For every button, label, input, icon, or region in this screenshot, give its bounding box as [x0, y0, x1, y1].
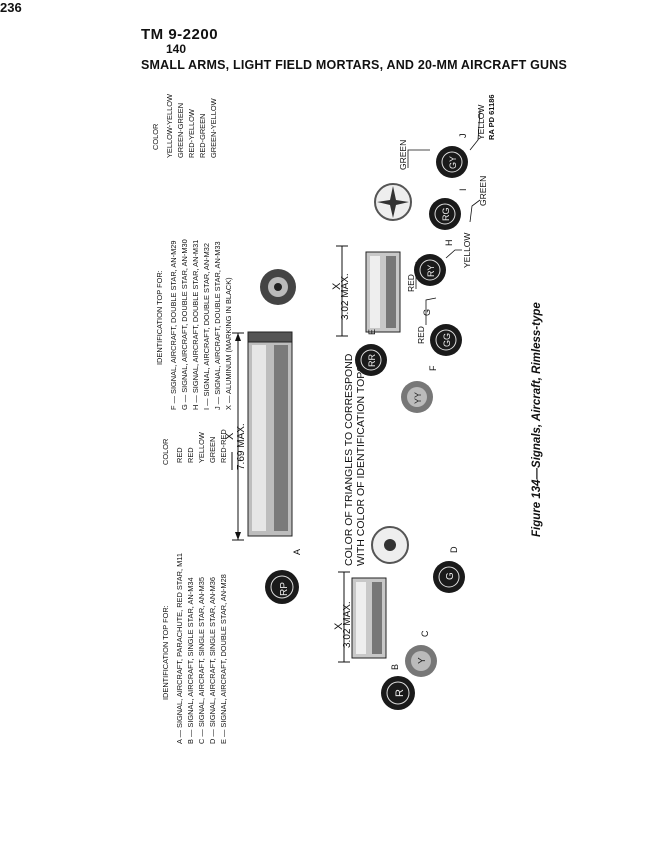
- base-view-2: [371, 526, 409, 564]
- right-row-h: H — SIGNAL, AIRCRAFT, DOUBLE STAR, AN-M3…: [191, 240, 200, 410]
- top-g-marking: GG: [442, 333, 452, 347]
- figure-caption: Figure 134—Signals, Aircraft, Rimless-ty…: [531, 302, 543, 537]
- top-c-marking: Y: [417, 657, 428, 664]
- label-h-red: RED: [406, 274, 416, 292]
- left-color-a: RED: [175, 447, 184, 463]
- right-color-j: GREEN-YELLOW: [209, 98, 218, 158]
- right-id-header: IDENTIFICATION TOP FOR:: [155, 270, 164, 365]
- top-g: GG G: [422, 309, 462, 356]
- right-row-x: X — ALUMINUM (MARKING IN BLACK): [224, 277, 233, 410]
- right-color-f: YELLOW-YELLOW: [165, 94, 174, 158]
- left-id-header: IDENTIFICATION TOP FOR:: [161, 605, 170, 700]
- left-color-b: RED: [186, 447, 195, 463]
- triangle-leaders: [407, 109, 481, 325]
- top-j-letter: J: [458, 134, 468, 139]
- top-c: Y C: [405, 630, 437, 677]
- left-row-e: E — SIGNAL, AIRCRAFT, DOUBLE STAR, AN-M2…: [219, 574, 228, 744]
- right-color-i: RED-GREEN: [198, 114, 207, 158]
- triangle-note-line-1: COLOR OF TRIANGLES TO CORRESPOND: [343, 353, 355, 566]
- dim-3-02-left: 3.02 MAX.: [342, 601, 353, 648]
- top-c-letter: C: [420, 630, 430, 637]
- top-d-letter: D: [449, 546, 459, 553]
- left-color-header: COLOR: [161, 439, 170, 465]
- left-row-b: B — SIGNAL, AIRCRAFT, SINGLE STAR, AN-M3…: [186, 577, 195, 744]
- top-f-letter: F: [428, 365, 438, 371]
- top-a-letter: A: [292, 549, 302, 555]
- x-label-short-left: X: [333, 622, 345, 630]
- right-row-j: J — SIGNAL, AIRCRAFT, DOUBLE STAR, AN-M3…: [213, 241, 222, 410]
- top-b-letter: B: [390, 664, 400, 670]
- top-d-marking: G: [445, 572, 456, 580]
- left-row-c: C — SIGNAL, AIRCRAFT, SINGLE STAR, AN-M3…: [197, 577, 206, 744]
- left-row-d: D — SIGNAL, AIRCRAFT, SINGLE STAR, AN-M3…: [208, 577, 217, 744]
- top-f-marking: YY: [413, 392, 423, 404]
- ra-pd-number: RA PD 61186: [487, 94, 496, 140]
- top-i-marking: RG: [441, 208, 451, 222]
- base-view-1: [260, 269, 296, 305]
- right-row-i: I — SIGNAL, AIRCRAFT, DOUBLE STAR, AN-M3…: [202, 243, 211, 410]
- label-j-yellow: YELLOW: [476, 105, 486, 140]
- top-d: G D: [433, 546, 465, 593]
- triangle-note-line-2: WITH COLOR OF IDENTIFICATION TOPS: [355, 365, 367, 566]
- page-title: SMALL ARMS, LIGHT FIELD MORTARS, AND 20-…: [141, 58, 567, 72]
- triangle-color-labels: RED RED YELLOW GREEN GREEN YELLOW: [398, 105, 488, 344]
- left-color-e: RED-RED: [219, 429, 228, 463]
- top-i: RG I: [429, 188, 468, 230]
- left-color-c: YELLOW: [197, 432, 206, 463]
- top-i-letter: I: [458, 188, 468, 191]
- right-id-table: IDENTIFICATION TOP FOR: F — SIGNAL, AIRC…: [151, 94, 233, 410]
- top-h: RY H: [414, 240, 454, 286]
- short-signal-cartridge-1: [338, 571, 387, 663]
- left-row-a: A — SIGNAL, AIRCRAFT, PARACHUTE, RED STA…: [175, 553, 184, 744]
- top-e-letter: E: [367, 329, 377, 335]
- dim-7-69: 7.69 MAX.: [236, 423, 247, 470]
- right-color-header: COLOR: [151, 124, 160, 150]
- long-signal-cartridge: [231, 331, 293, 541]
- top-f: YY F: [401, 365, 438, 413]
- right-color-h: RED-YELLOW: [187, 109, 196, 158]
- right-row-f: F — SIGNAL, AIRCRAFT, DOUBLE STAR, AN-M2…: [169, 241, 178, 410]
- page-number: 236: [0, 0, 22, 15]
- top-b: R B: [381, 664, 415, 710]
- label-g-red: RED: [416, 326, 426, 344]
- label-i-green: GREEN: [478, 176, 488, 206]
- tm-number: TM 9-2200: [141, 26, 219, 43]
- x-label-long: X: [224, 432, 236, 440]
- right-color-g: GREEN-GREEN: [176, 103, 185, 158]
- top-a-marking: RP: [279, 582, 290, 596]
- top-e-marking: RR: [367, 354, 377, 367]
- top-a: RP A: [265, 549, 302, 604]
- short-signal-cartridge-2: [336, 245, 401, 337]
- x-label-short-right: X: [331, 282, 343, 290]
- top-g-letter: G: [422, 309, 432, 316]
- left-id-table: IDENTIFICATION TOP FOR: A — SIGNAL, AIRC…: [161, 429, 228, 744]
- label-h-yellow: YELLOW: [462, 233, 472, 268]
- label-j-green: GREEN: [398, 140, 408, 170]
- top-e: RR E: [355, 329, 387, 376]
- top-h-marking: RY: [426, 265, 436, 277]
- top-b-marking: R: [394, 689, 406, 697]
- dim-3-02-right: 3.02 MAX.: [340, 273, 351, 320]
- top-j: GY J: [436, 134, 468, 178]
- paragraph-number: 140: [166, 42, 187, 56]
- top-j-marking: GY: [448, 156, 458, 169]
- left-color-d: GREEN: [208, 437, 217, 463]
- base-view-3: [374, 183, 412, 221]
- top-h-letter: H: [444, 240, 454, 247]
- right-row-g: G — SIGNAL, AIRCRAFT, DOUBLE STAR, AN-M3…: [180, 239, 189, 410]
